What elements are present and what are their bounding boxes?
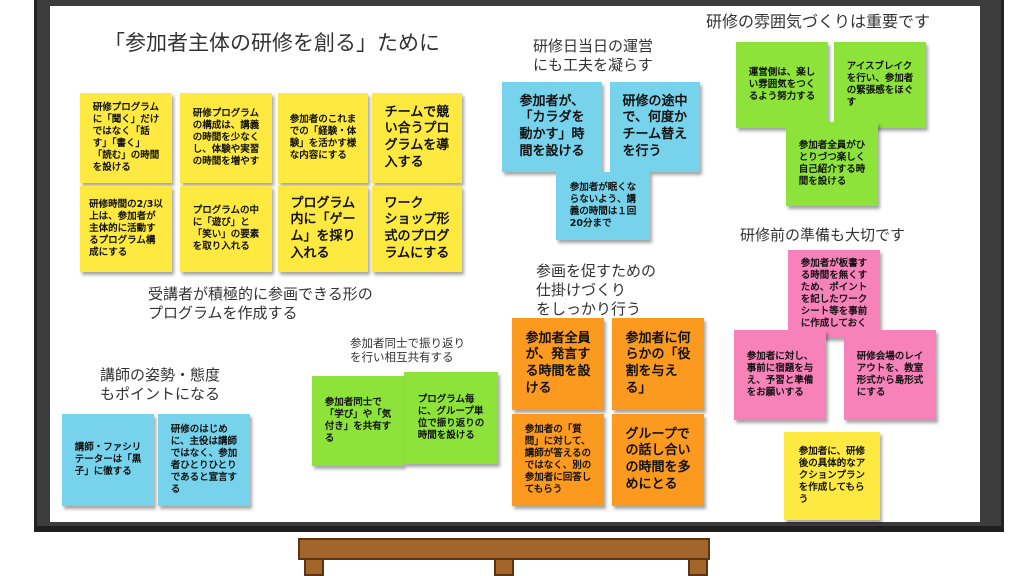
heading-lecturer-attitude: 講師の姿勢・態度 もポイントになる (100, 366, 221, 403)
note-self-introduction: 参加者全員がひ とりづつ楽しく 自己紹介する時 間を設ける (786, 122, 878, 206)
heading-atmosphere: 研修の雰囲気づくりは重要です (706, 12, 931, 31)
heading-active-program: 受講者が積極的に参画できる形の プログラムを作成する (148, 285, 373, 322)
easel-leg-left (304, 558, 324, 576)
note-reduce-lecture-time: 研修プログラム の構成は、講義 の時間を少なく し、体験や実習 の時間を増やす (180, 93, 272, 183)
easel-shelf (298, 538, 710, 560)
note-facilitator-support: 講師・ファシリ テーターは「黒 子」に徹する (62, 414, 154, 506)
note-play-and-laugh: プログラムの中 に「遊び」と 「笑い」の要素 を取り入れる (180, 186, 272, 272)
note-workshop-format: ワーク ショップ形 式のプログ ラムにする (372, 186, 462, 272)
note-group-discussion: グループで の話し合い の時間を多 めにとる (612, 414, 704, 506)
note-questions-answered-by-participants: 参加者の「質 問」に対して、 講師が答えるの ではなく、別の 参加者に回答し て… (512, 414, 604, 506)
note-icebreak: アイスブレイク を行い、参加者 の緊張感をほぐ す (834, 42, 926, 128)
note-share-learning: 参加者同士で 「学び」や「気 付き」を共有す る (312, 376, 404, 466)
heading-main-title: 「参加者主体の研修を創る」ために (104, 31, 440, 55)
note-lecturer-declaration: 研修のはじめ に、主役は講師 ではなく、参加 者ひとりひとり であると宣言す る (158, 414, 250, 506)
easel-leg-center (494, 558, 514, 576)
note-lecture-20min: 参加者が眠くな らないよう、講 義の時間は１回 20分まで (556, 172, 650, 240)
note-change-teams: 研修の途中 で、何度か チーム替え を行う (610, 82, 700, 172)
heading-participation-mechanism: 参画を促すための 仕掛けづくり をしっかり行う (536, 262, 657, 318)
note-everyone-speaks: 参加者全員 が、発言す る時間を設 ける (512, 318, 604, 410)
note-listen-speak-write-read: 研修プログラム に「聞く」だけ ではなく「話 す」「書く」 「読む」の時間 を設… (80, 93, 172, 183)
note-use-experience: 参加者のこれま での「経験・体 験」を活かす様 な内容にする (278, 93, 368, 183)
note-island-layout: 研修会場のレイ アウトを、教室 形式から島形式 にする (844, 330, 936, 420)
note-worksheet: 参加者が板書す る時間を無くす ため、ポイント を記したワーク シート等を事前 … (788, 250, 880, 338)
note-fun-atmosphere: 運営側は、楽し い雰囲気をつく るよう努力する (736, 42, 828, 128)
note-action-plan: 参加者に、研修 後の具体的なア クションプラン を作成してもら う (784, 432, 880, 520)
heading-day-operation: 研修日当日の運営 にも工夫を凝らす (533, 37, 654, 74)
note-move-bodies: 参加者が、 「カラダを 動かす」時 間を設ける (502, 82, 602, 172)
note-assign-roles: 参加者に何 らかの「役 割を与え る」 (612, 318, 704, 410)
note-group-review: プログラム毎 に、グループ単 位で振り返りの 時間を設ける (404, 372, 498, 464)
note-two-thirds-active: 研修時間の2/3以 上は、参加者が 主体的に活動す るプログラム構 成にする (80, 186, 172, 272)
note-include-games: プログラム 内に「ゲー ム」を採り 入れる (278, 186, 368, 272)
heading-preparation: 研修前の準備も大切です (740, 226, 906, 244)
easel-leg-right (688, 558, 708, 576)
note-homework: 参加者に対し、 事前に宿題を与 え、予習と準備 をお願いする (734, 330, 826, 420)
note-team-competition: チームで競 い合うプロ グラムを導 入する (372, 93, 462, 183)
heading-peer-review: 参加者同士で振り返り を行い相互共有する (350, 336, 465, 365)
